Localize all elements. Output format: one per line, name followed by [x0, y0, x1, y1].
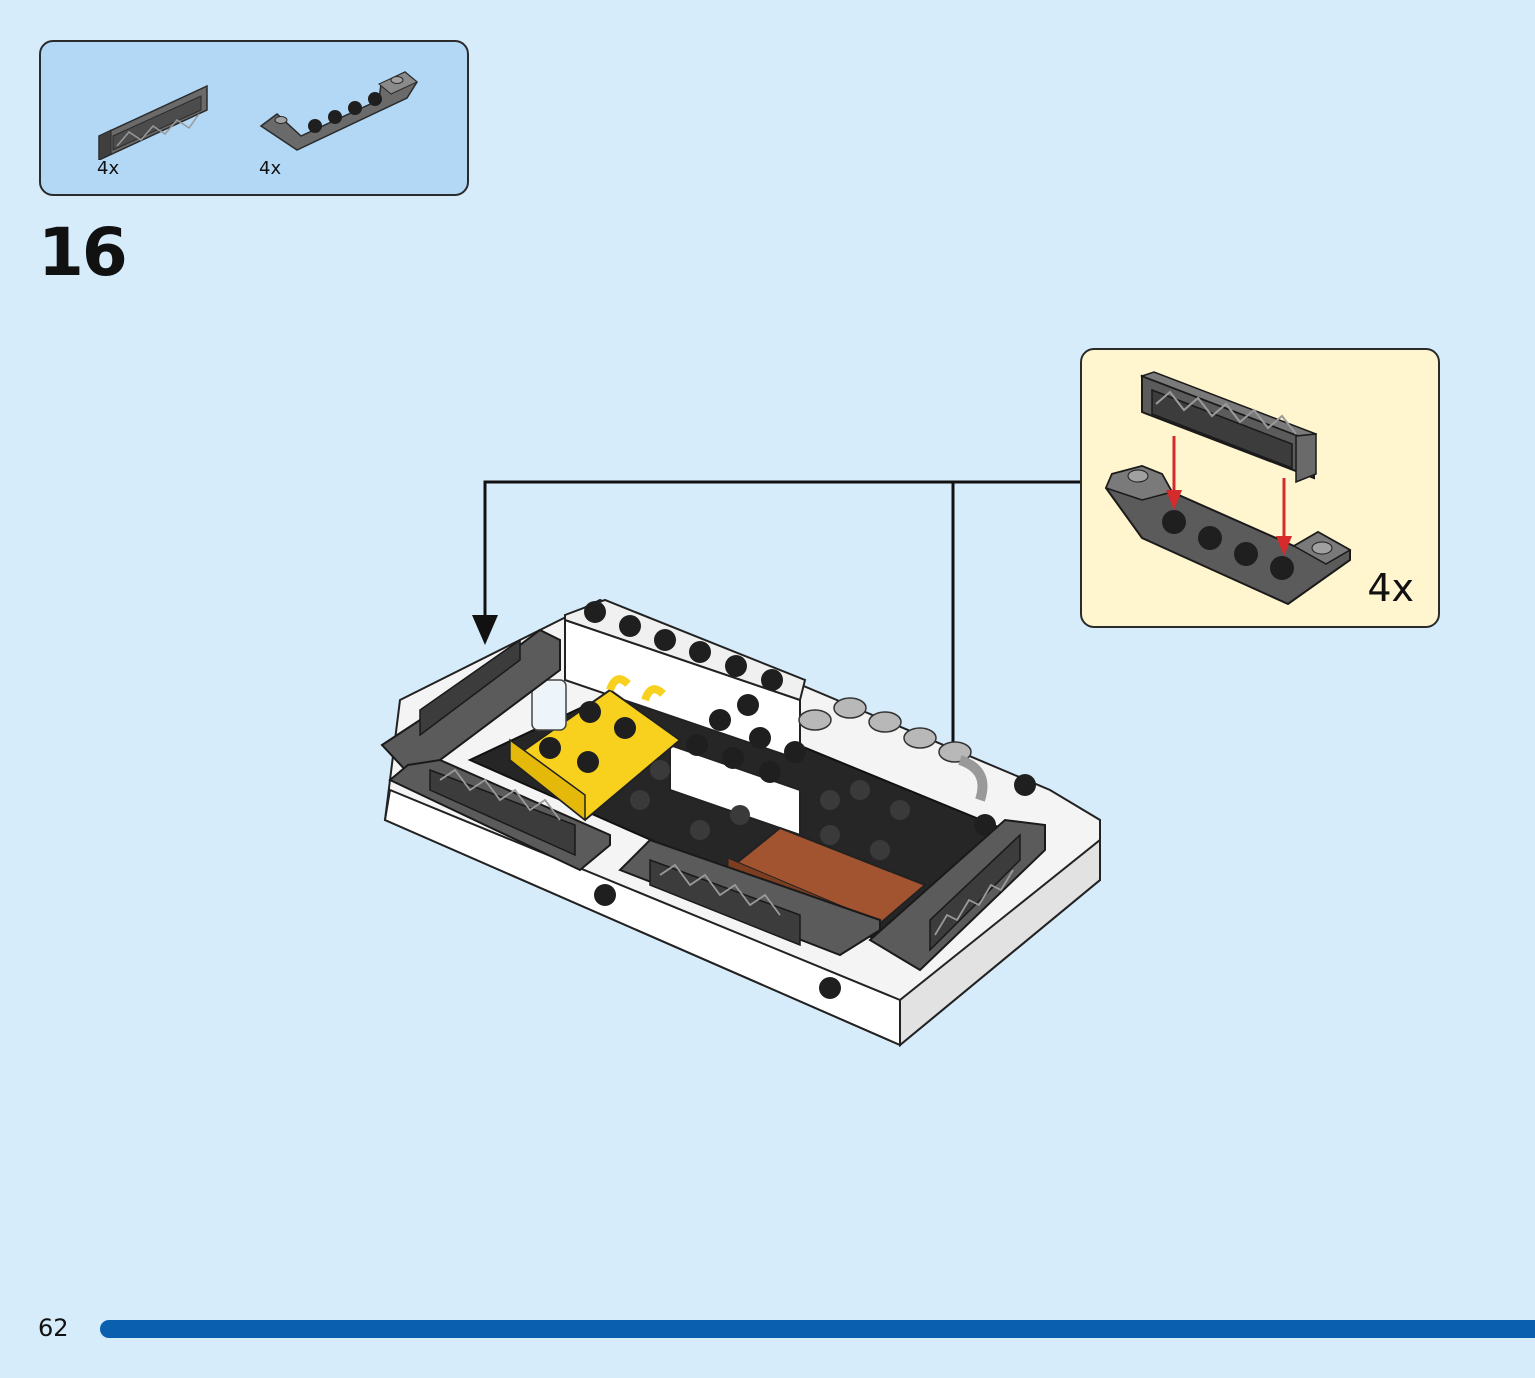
grille-plate-icon: [1139, 371, 1317, 484]
grille-plate-icon: [98, 84, 208, 160]
inverted-slope-brick-icon: [1104, 464, 1352, 606]
vehicle-base: [380, 598, 1101, 1048]
arrow-head-left: [472, 615, 498, 645]
part-quantity: 4x: [97, 158, 120, 179]
arrow-line-left: [483, 480, 1080, 620]
progress-bar: [100, 1320, 1535, 1338]
page-number: 62: [38, 1314, 69, 1342]
callout-box: 4x: [1080, 348, 1440, 628]
part-quantity: 4x: [259, 158, 282, 179]
parts-list-box: 4x 4x: [39, 40, 469, 196]
red-arrows: [1166, 436, 1292, 556]
inverted-slope-brick-icon: [259, 71, 418, 151]
callout-illustration: [1104, 371, 1352, 606]
callout-quantity: 4x: [1367, 566, 1414, 610]
step-number: 16: [38, 214, 128, 291]
